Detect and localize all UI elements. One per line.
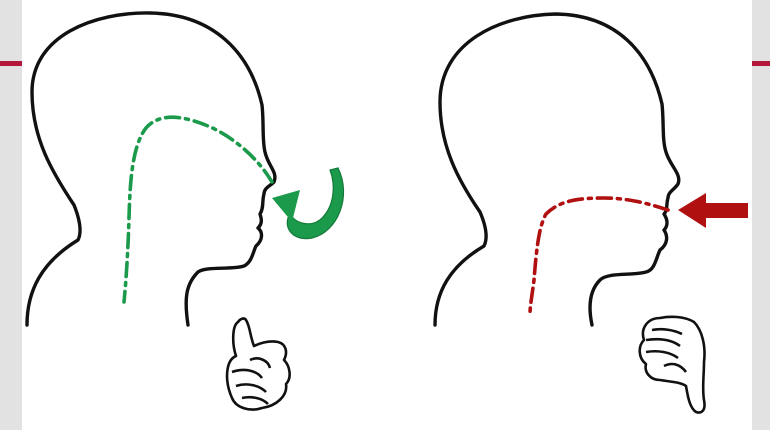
head-profile-left: [27, 13, 275, 325]
right-panel: [435, 14, 748, 413]
head-profile-right: [435, 14, 679, 325]
thumbs-down-icon: [640, 317, 705, 413]
thumbs-up-icon: [227, 319, 290, 410]
inhale-arrow-red: [678, 193, 748, 228]
inhale-arrow-head: [272, 190, 300, 222]
oral-airway-right: [530, 198, 668, 314]
left-panel: [27, 13, 344, 410]
